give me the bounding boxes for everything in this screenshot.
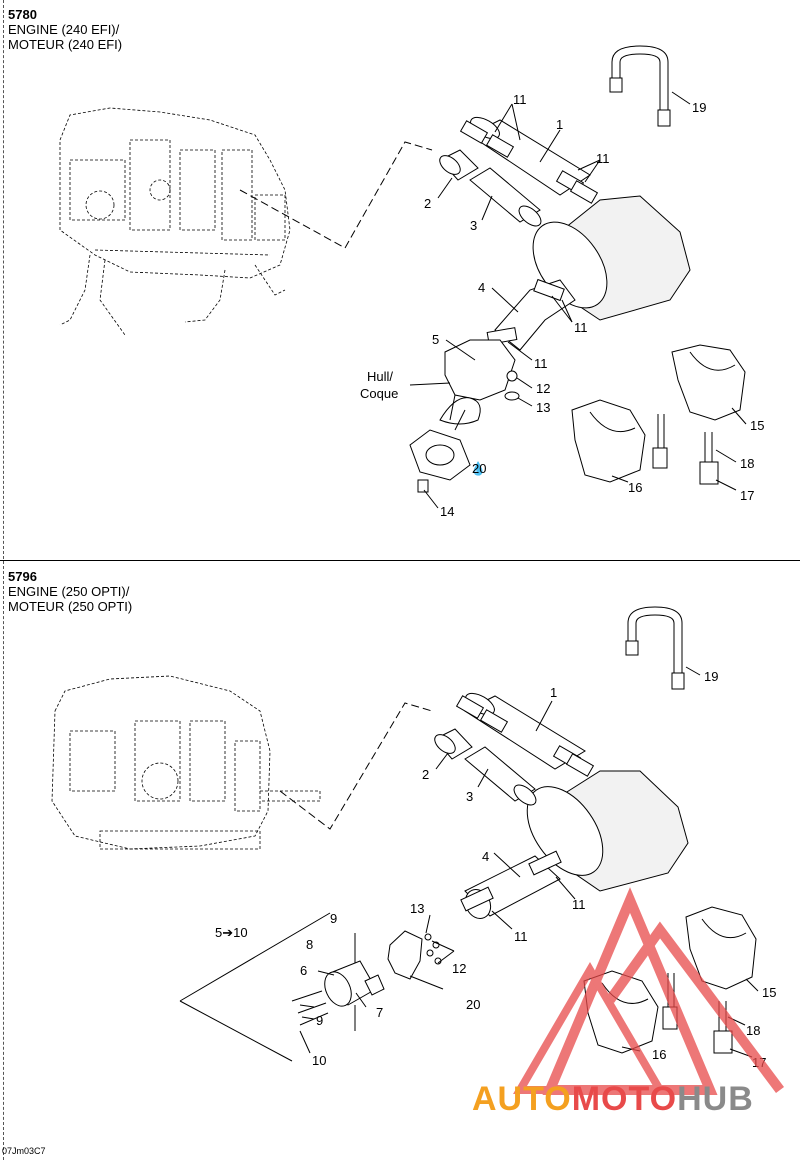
hull-label-line2: Coque bbox=[360, 386, 398, 401]
part-3-tube bbox=[469, 167, 542, 227]
callout-11: 11 bbox=[572, 897, 586, 912]
section-code: 5796 bbox=[8, 569, 37, 584]
part-16-block bbox=[571, 399, 646, 483]
callout-15: 15 bbox=[750, 418, 764, 433]
callout-19: 19 bbox=[692, 100, 706, 115]
part-5-fitting bbox=[439, 339, 516, 425]
range-label: 5➔10 bbox=[215, 925, 248, 940]
section-title-line1: ENGINE (250 OPTI)/ bbox=[8, 584, 130, 599]
callout-11: 11 bbox=[534, 356, 548, 371]
left-dashed-border bbox=[3, 0, 4, 1160]
hull-label-line1: Hull/ bbox=[367, 369, 393, 384]
diagram-panel-240efi: 5780 ENGINE (240 EFI)/ MOTEUR (240 EFI) bbox=[0, 0, 800, 560]
part-15-block bbox=[685, 906, 757, 990]
exploded-view-250opti: 1 2 3 4 11 11 13 12 5➔10 9 8 6 7 9 10 20… bbox=[51, 606, 776, 1070]
callout-7: 7 bbox=[376, 1005, 383, 1020]
callout-3: 3 bbox=[466, 789, 473, 804]
muffler bbox=[526, 770, 689, 892]
callout-20: 20 bbox=[472, 461, 486, 476]
callout-11: 11 bbox=[513, 92, 527, 107]
callout-4: 4 bbox=[478, 280, 485, 295]
section-title-line1: ENGINE (240 EFI)/ bbox=[8, 22, 120, 37]
section-title-line2: MOTEUR (250 OPTI) bbox=[8, 599, 133, 614]
callout-11: 11 bbox=[574, 320, 588, 335]
part-4-elbow bbox=[486, 278, 576, 351]
part-16-block bbox=[583, 970, 659, 1054]
watermark-moto: MOTO bbox=[571, 1080, 678, 1118]
part-12-nut bbox=[506, 370, 518, 382]
part-4-hose bbox=[460, 850, 562, 920]
callout-9: 9 bbox=[316, 1013, 323, 1028]
callout-18: 18 bbox=[746, 1023, 760, 1038]
part-17-bracket bbox=[699, 432, 719, 485]
callout-18: 18 bbox=[740, 456, 754, 471]
callout-13: 13 bbox=[410, 901, 424, 916]
part-3-tube bbox=[464, 746, 537, 806]
callout-13: 13 bbox=[536, 400, 550, 415]
part-17-bracket bbox=[713, 1001, 733, 1054]
callout-8: 8 bbox=[306, 937, 313, 952]
exploded-view-240efi: 11 1 11 2 3 4 11 5 11 Hull/ Coque 12 13 … bbox=[59, 45, 764, 519]
section-code: 5780 bbox=[8, 7, 37, 22]
callout-20: 20 bbox=[466, 997, 480, 1012]
part-1-hose bbox=[455, 692, 595, 777]
diagram-panel-250opti: 5796 ENGINE (250 OPTI)/ MOTEUR (250 OPTI… bbox=[0, 561, 800, 1141]
section-divider bbox=[0, 560, 800, 561]
callout-16: 16 bbox=[652, 1047, 666, 1062]
watermark-auto: AUTO bbox=[472, 1080, 572, 1118]
part-6-outlet bbox=[324, 933, 385, 1031]
callout-17: 17 bbox=[752, 1055, 766, 1070]
callout-10: 10 bbox=[312, 1053, 326, 1068]
part-2-tube bbox=[439, 149, 479, 181]
part-13-washer bbox=[504, 391, 520, 401]
callout-12: 12 bbox=[452, 961, 466, 976]
part-12-flange bbox=[387, 930, 442, 980]
callout-4: 4 bbox=[482, 849, 489, 864]
callout-12: 12 bbox=[536, 381, 550, 396]
part-gasket-flange bbox=[409, 409, 471, 493]
engine-outline bbox=[51, 675, 321, 850]
figure-code: 07Jm03C7 bbox=[2, 1146, 46, 1156]
watermark-hub: HUB bbox=[677, 1080, 754, 1118]
callout-11: 11 bbox=[596, 151, 610, 166]
callout-15: 15 bbox=[762, 985, 776, 1000]
callout-17: 17 bbox=[740, 488, 754, 503]
callout-3: 3 bbox=[470, 218, 477, 233]
engine-outline bbox=[59, 107, 291, 336]
callout-5: 5 bbox=[432, 332, 439, 347]
section-title-line2: MOTEUR (240 EFI) bbox=[8, 37, 123, 52]
callout-19: 19 bbox=[704, 669, 718, 684]
part-18-clip bbox=[652, 414, 668, 469]
watermark-text: AUTOMOTOHUB bbox=[472, 1080, 754, 1119]
part-15-block bbox=[671, 344, 746, 421]
part-18-clip bbox=[662, 973, 678, 1030]
callout-20: 💧 bbox=[470, 461, 486, 476]
part-2-tube bbox=[434, 728, 473, 760]
callout-11: 11 bbox=[514, 929, 528, 944]
callout-16: 16 bbox=[628, 480, 642, 495]
callout-2: 2 bbox=[422, 767, 429, 782]
part-19-strap bbox=[609, 45, 671, 127]
callout-1: 1 bbox=[550, 685, 557, 700]
callout-9: 9 bbox=[330, 911, 337, 926]
callout-2: 2 bbox=[424, 196, 431, 211]
callout-1: 1 bbox=[556, 117, 563, 132]
callout-6: 6 bbox=[300, 963, 307, 978]
callout-14: 14 bbox=[440, 504, 454, 519]
part-19-strap bbox=[625, 606, 685, 690]
